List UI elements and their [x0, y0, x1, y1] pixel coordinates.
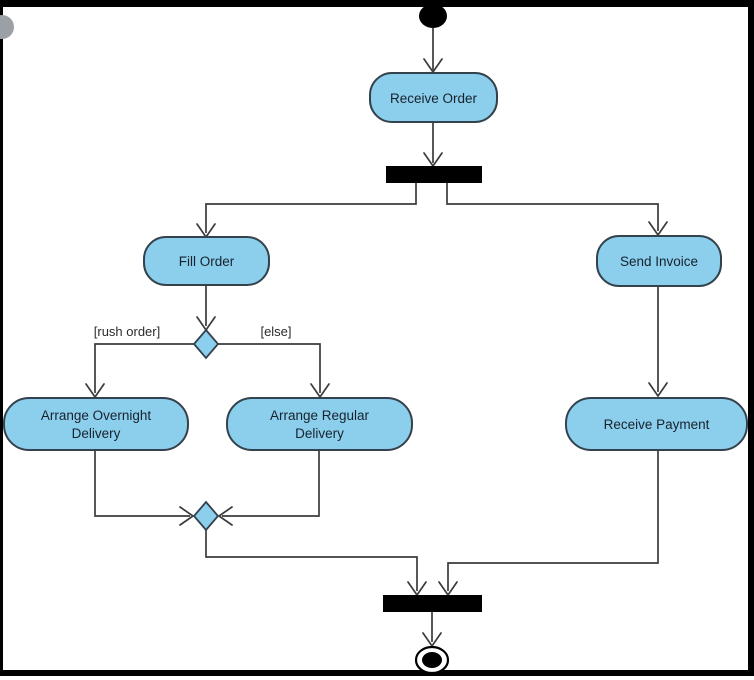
activity-arrange-overnight-shape [3, 397, 189, 451]
activity-label: Send Invoice [620, 254, 698, 269]
activity-fill-order-shape [143, 236, 270, 286]
flow-regular-to-merge [222, 450, 320, 517]
frame-bottom-border [0, 670, 754, 676]
flow-fork-to-send-invoice [446, 183, 659, 231]
activity-label-line1: Arrange Regular [270, 408, 370, 423]
frame-top-border [0, 0, 754, 7]
flow-fork-to-fill-order [205, 183, 417, 233]
merge-node [192, 500, 220, 532]
activity-label-line2: Delivery [295, 426, 344, 441]
flow-decision-to-overnight [94, 343, 194, 393]
activity-label: Receive Payment [604, 417, 710, 432]
fork-bar [386, 166, 482, 183]
frame-left-border [0, 0, 3, 676]
activity-receive-payment: Receive Payment [565, 397, 748, 451]
activity-send-invoice-shape [596, 235, 722, 287]
flow-decision-to-regular [218, 343, 321, 393]
activity-send-invoice: Send Invoice [596, 235, 722, 287]
activity-receive-order-shape [369, 72, 498, 123]
decision-node [192, 328, 220, 360]
activity-receive-order: Receive Order [369, 72, 498, 123]
arrowhead-down-icon [648, 382, 668, 398]
activity-arrange-regular-shape [226, 397, 413, 451]
activity-receive-payment-shape [565, 397, 748, 451]
final-node [414, 645, 450, 675]
activity-label-line1: Arrange Overnight [41, 408, 152, 423]
activity-fill-order: Fill Order [143, 236, 270, 286]
flow-overnight-to-merge [94, 450, 190, 517]
final-node-inner-dot [422, 652, 442, 668]
activity-label: Receive Order [390, 91, 478, 106]
flow-edges [85, 28, 668, 648]
frame-right-border [748, 0, 754, 676]
join-bar [383, 595, 482, 612]
activity-label-line2: Delivery [72, 426, 121, 441]
flow-merge-to-join [205, 530, 418, 591]
guard-label-else: [else] [260, 324, 291, 339]
guard-label-rush-order: [rush order] [94, 324, 160, 339]
activity-label: Fill Order [179, 254, 235, 269]
initial-node [419, 4, 447, 28]
corner-dot [0, 15, 14, 39]
flow-receive-payment-to-join [447, 450, 659, 591]
